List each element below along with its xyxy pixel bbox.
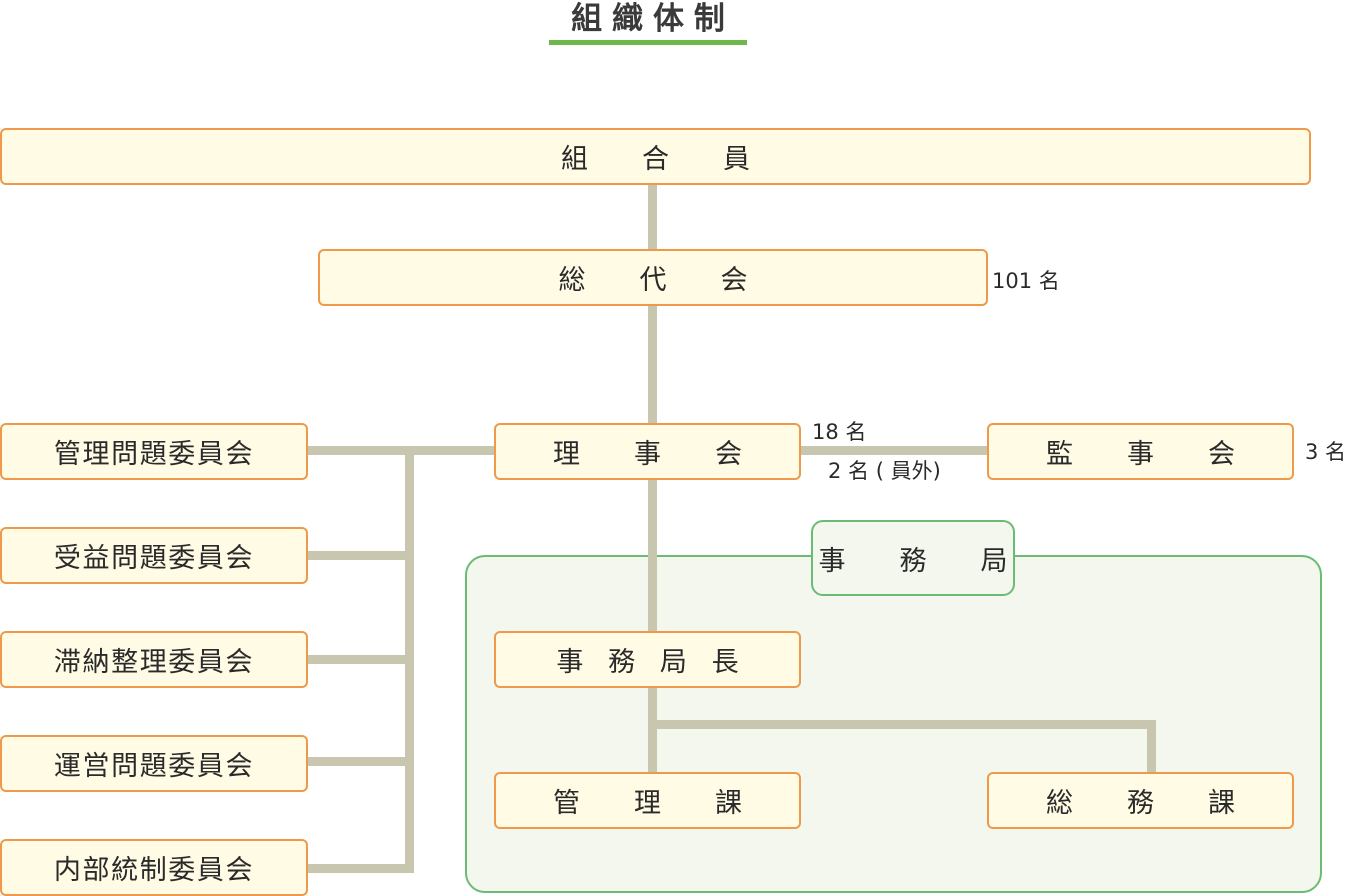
connector-director-to-management — [648, 686, 657, 773]
committee-arrears-box: 滞納整理委員会 — [0, 631, 308, 688]
general-assembly-count: 101 名 — [992, 269, 1060, 293]
connector-committee-4 — [306, 757, 410, 766]
board-count: 18 名 — [812, 420, 867, 444]
connector-branch-to-general-affairs — [1147, 720, 1156, 773]
connector-committees-to-board — [306, 446, 495, 455]
connector-committee-5 — [306, 864, 414, 873]
general-affairs-section-box: 総 務 課 — [987, 772, 1294, 829]
committee-beneficiary-box: 受益問題委員会 — [0, 527, 308, 584]
diagram-title: 組織体制 — [571, 1, 735, 37]
office-label: 事 務 局 — [811, 520, 1015, 596]
board-external-count: 2 名 ( 員外) — [828, 459, 941, 483]
title-underline — [549, 40, 747, 45]
connector-branch-horizontal — [648, 720, 1156, 729]
office-director-box: 事 務 局 長 — [494, 631, 801, 688]
connector-committee-2 — [306, 551, 410, 560]
committee-internal-control-box: 内部統制委員会 — [0, 839, 308, 896]
committee-operations-box: 運営問題委員会 — [0, 735, 308, 792]
committee-management-box: 管理問題委員会 — [0, 423, 308, 480]
connector-committee-3 — [306, 655, 410, 664]
management-section-box: 管 理 課 — [494, 772, 801, 829]
members-box: 組 合 員 — [0, 128, 1311, 185]
auditors-box: 監 事 会 — [987, 423, 1294, 480]
general-assembly-box: 総 代 会 — [318, 249, 988, 306]
connector-board-to-auditors — [800, 446, 988, 455]
auditors-count: 3 名 — [1305, 440, 1347, 464]
board-box: 理 事 会 — [494, 423, 801, 480]
connector-board-to-director — [648, 478, 657, 632]
